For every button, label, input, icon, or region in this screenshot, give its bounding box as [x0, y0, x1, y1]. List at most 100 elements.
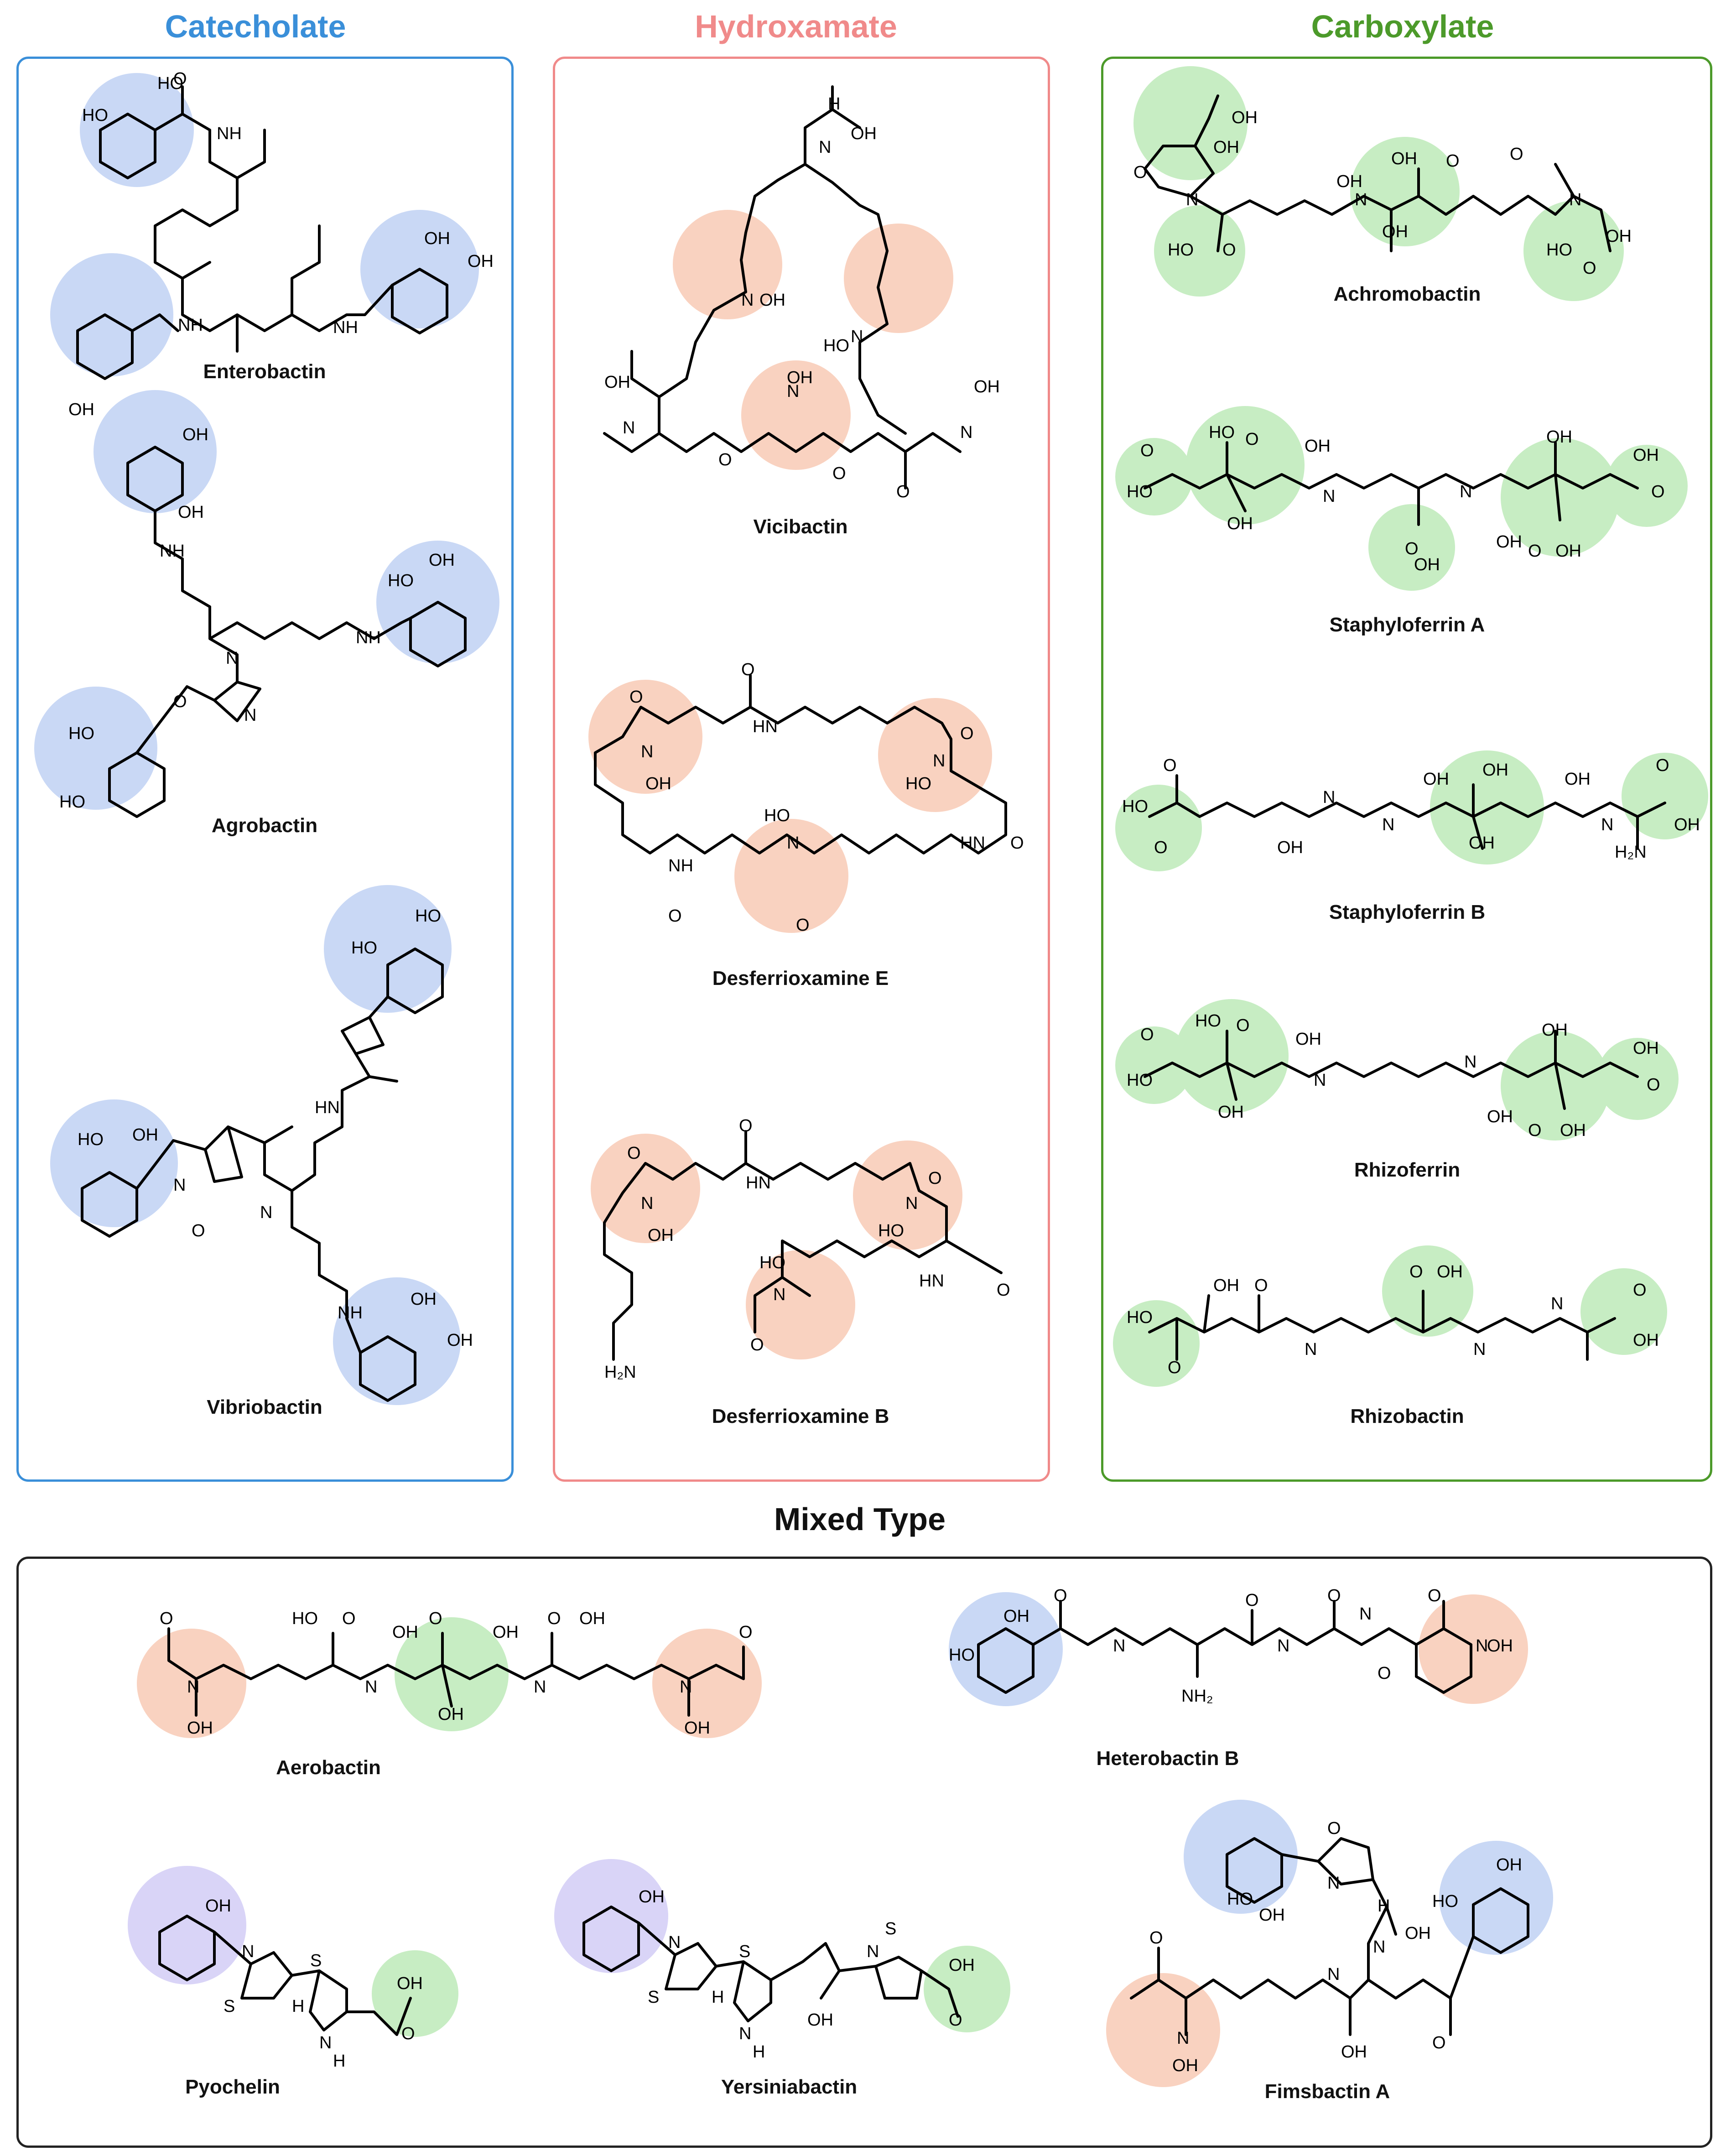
svg-text:O: O [960, 724, 974, 743]
svg-text:N: N [1460, 482, 1472, 501]
svg-text:OH: OH [1391, 149, 1417, 168]
svg-text:O: O [1656, 756, 1669, 775]
svg-text:N: N [1186, 190, 1198, 209]
molecule-label: Achromobactin [1333, 283, 1481, 305]
svg-text:OH: OH [1437, 1262, 1463, 1281]
molecule-label: Yersiniabactin [721, 2076, 858, 2098]
svg-text:H₂N: H₂N [604, 1363, 636, 1382]
svg-text:O: O [750, 1335, 764, 1354]
atom-label: O [173, 69, 187, 89]
mixed-type-title: Mixed Type [774, 1501, 946, 1537]
svg-text:O: O [739, 1623, 753, 1642]
svg-text:OH: OH [424, 229, 450, 248]
molecule-label: Rhizoferrin [1354, 1159, 1461, 1181]
svg-text:OH: OH [684, 1719, 710, 1738]
svg-text:O: O [1528, 1121, 1542, 1140]
svg-text:O: O [1378, 1664, 1391, 1683]
svg-text:H₂N: H₂N [1615, 843, 1647, 862]
svg-text:O: O [629, 687, 643, 707]
svg-text:N: N [1473, 1340, 1486, 1359]
svg-text:N: N [1601, 815, 1613, 834]
svg-text:N: N [1359, 1604, 1372, 1624]
svg-text:OH: OH [787, 368, 813, 387]
svg-text:N: N [1476, 1636, 1488, 1656]
svg-text:O: O [192, 1221, 205, 1240]
hydroxamate-panel [553, 57, 1050, 1482]
svg-text:HN: HN [315, 1098, 340, 1117]
molecule-label: Pyochelin [185, 2076, 280, 2098]
svg-text:OH: OH [1606, 227, 1632, 246]
svg-text:N: N [242, 1942, 254, 1961]
svg-text:HO: HO [1127, 1308, 1153, 1327]
svg-text:O: O [1647, 1075, 1660, 1094]
svg-text:N: N [1277, 1636, 1289, 1656]
svg-text:OH: OH [68, 400, 94, 419]
svg-text:OH: OH [1546, 427, 1572, 447]
svg-text:OH: OH [1633, 1039, 1659, 1058]
molecule-label: Enterobactin [203, 360, 326, 383]
svg-text:NH: NH [356, 628, 381, 647]
svg-text:O: O [741, 660, 755, 679]
svg-text:N: N [187, 1677, 199, 1697]
svg-text:N: N [1305, 1340, 1317, 1359]
svg-text:OH: OH [1232, 108, 1258, 127]
svg-text:N: N [1327, 1965, 1340, 1984]
svg-text:OH: OH [1423, 770, 1449, 789]
svg-text:N: N [787, 382, 799, 401]
molecule-label: Rhizobactin [1350, 1405, 1464, 1427]
svg-text:HO: HO [764, 806, 790, 825]
svg-text:N: N [741, 291, 754, 310]
svg-text:OH: OH [1542, 1021, 1568, 1040]
svg-text:O: O [668, 906, 682, 926]
svg-text:NH₂: NH₂ [1181, 1687, 1213, 1706]
svg-text:NH: NH [178, 316, 203, 335]
svg-text:N: N [819, 138, 831, 157]
svg-text:OH: OH [397, 1974, 423, 1993]
hydroxamate-title: Hydroxamate [695, 9, 897, 44]
svg-text:O: O [1133, 163, 1147, 182]
svg-text:N: N [1323, 487, 1335, 506]
svg-text:O: O [949, 2010, 962, 2030]
svg-text:N: N [1113, 1636, 1125, 1656]
svg-text:HO: HO [1432, 1892, 1458, 1911]
svg-text:O: O [739, 1116, 753, 1135]
svg-text:OH: OH [1560, 1121, 1586, 1140]
svg-text:HO: HO [351, 938, 377, 958]
molecule-label: Heterobactin B [1096, 1747, 1239, 1770]
svg-text:N: N [319, 2033, 332, 2052]
molecule-label: Agrobactin [211, 814, 318, 837]
svg-text:OH: OH [1496, 532, 1522, 552]
svg-text:OH: OH [1277, 838, 1303, 857]
svg-text:O: O [832, 464, 846, 483]
svg-text:HO: HO [1546, 240, 1572, 260]
svg-text:O: O [896, 482, 910, 501]
svg-text:OH: OH [182, 425, 208, 444]
svg-text:HO: HO [878, 1221, 904, 1240]
svg-text:OH: OH [205, 1896, 231, 1916]
svg-text:OH: OH [178, 503, 204, 522]
svg-text:H: H [753, 2042, 765, 2062]
svg-text:O: O [1140, 1025, 1154, 1044]
svg-text:OH: OH [447, 1331, 473, 1350]
molecule-label: Vibriobactin [207, 1396, 322, 1418]
svg-text:O: O [342, 1609, 356, 1628]
svg-text:HO: HO [949, 1646, 975, 1665]
svg-text:N: N [1373, 1937, 1385, 1957]
svg-text:O: O [1405, 539, 1419, 558]
svg-text:O: O [1236, 1016, 1250, 1035]
svg-text:OH: OH [1295, 1030, 1321, 1049]
svg-text:HO: HO [759, 1253, 785, 1272]
svg-text:O: O [1222, 240, 1236, 260]
svg-text:NH: NH [217, 124, 242, 143]
svg-text:N: N [173, 1176, 186, 1195]
svg-text:N: N [244, 706, 256, 725]
svg-text:O: O [718, 450, 732, 469]
molecule-label: Aerobactin [276, 1756, 381, 1779]
carboxylate-panel [1101, 57, 1712, 1482]
svg-text:HO: HO [59, 792, 85, 812]
